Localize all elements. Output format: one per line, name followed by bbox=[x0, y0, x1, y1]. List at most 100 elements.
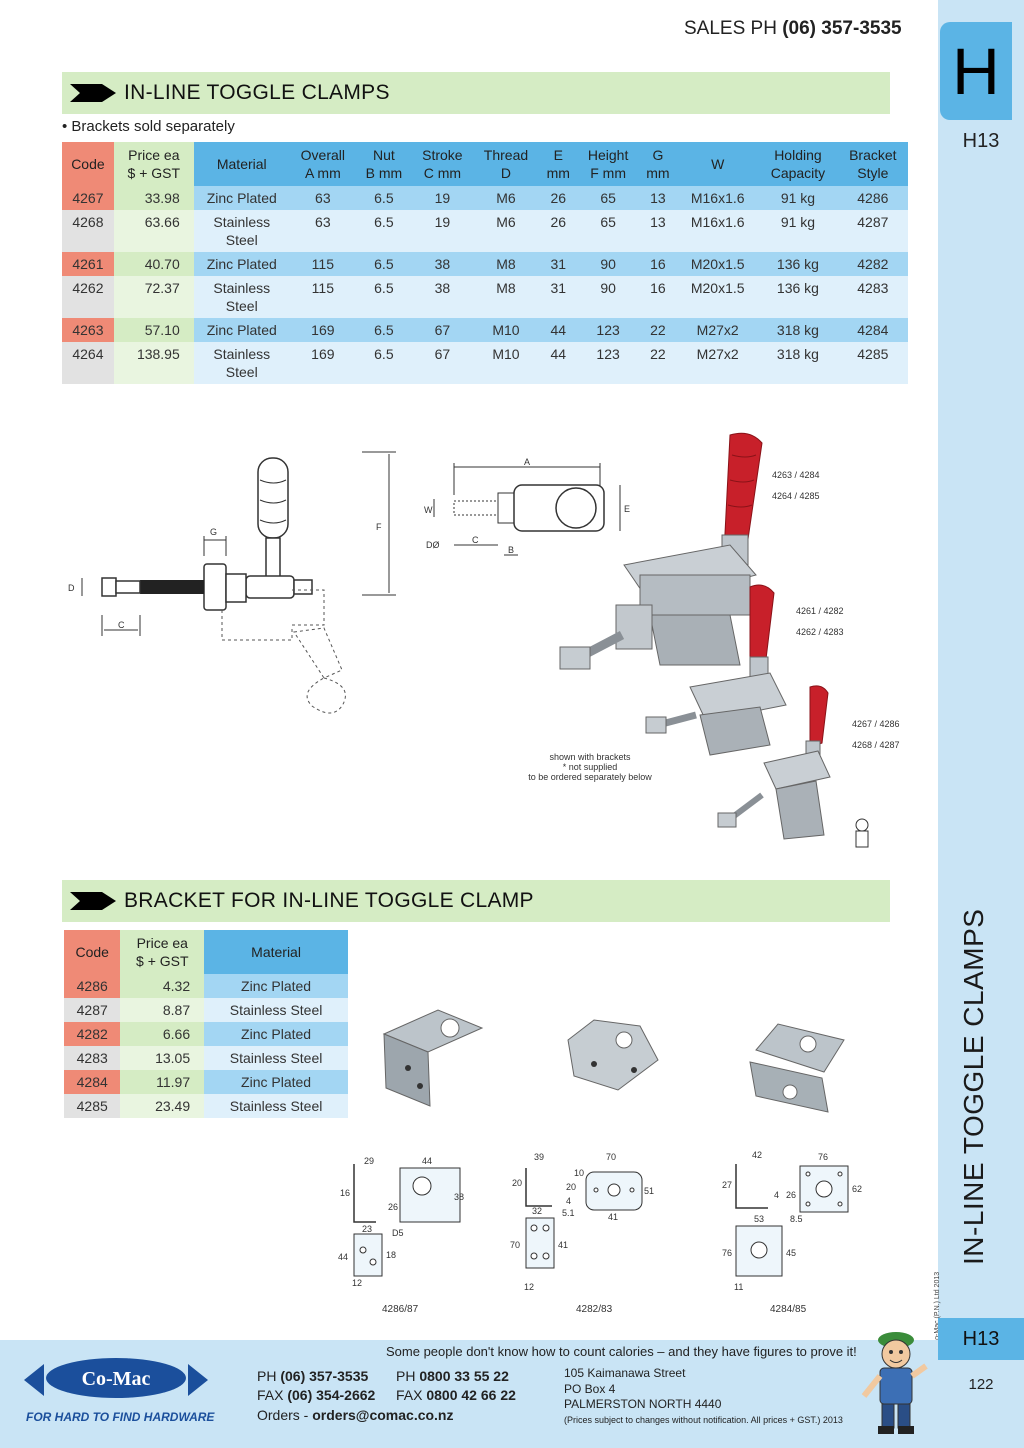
fax-label: FAX bbox=[257, 1387, 284, 1403]
table-cell: 22 bbox=[638, 318, 678, 342]
fax-number: (06) 354-2662 bbox=[287, 1387, 376, 1403]
side-section-title: IN-LINE TOGGLE CLAMPS bbox=[958, 908, 989, 1265]
table-cell: 4287 bbox=[64, 998, 121, 1022]
table-cell: 4286 bbox=[837, 186, 908, 210]
dim-18: 18 bbox=[386, 1250, 396, 1260]
drawing-caption-3: 4284/85 bbox=[770, 1304, 807, 1315]
column-header-line-1: Material bbox=[216, 156, 267, 172]
orders-email[interactable]: orders@comac.co.nz bbox=[312, 1407, 454, 1423]
column-header-line-1: Material bbox=[251, 944, 301, 960]
table-cell: 91 kg bbox=[758, 210, 838, 252]
dim-label-g: G bbox=[210, 527, 217, 537]
table-cell: Zinc Plated bbox=[193, 252, 290, 276]
photo-code-4262: 4262 / 4283 bbox=[796, 627, 844, 637]
phone2-number: 0800 33 55 22 bbox=[419, 1368, 509, 1384]
table-cell: M10 bbox=[472, 342, 540, 384]
photo-note-line-3: to be ordered separately below bbox=[528, 772, 652, 782]
table-cell: 6.5 bbox=[355, 210, 412, 252]
table-cell: 31 bbox=[539, 276, 578, 318]
table-cell: 4282 bbox=[64, 1022, 121, 1046]
comac-logo: Co-Mac bbox=[24, 1358, 208, 1398]
drawing-caption-2: 4282/83 bbox=[576, 1304, 613, 1315]
section-code-bottom: H13 bbox=[938, 1318, 1024, 1360]
table-cell: 123 bbox=[577, 318, 639, 342]
column-header-line-1: G bbox=[652, 147, 664, 163]
section-heading-bracket: BRACKET FOR IN-LINE TOGGLE CLAMP bbox=[62, 880, 890, 922]
column-header-line-1: E bbox=[553, 147, 563, 163]
side-tab-strip bbox=[938, 0, 1024, 1448]
table-cell: 13 bbox=[638, 186, 678, 210]
table-cell: 6.5 bbox=[355, 342, 412, 384]
dim-39: 39 bbox=[534, 1152, 544, 1162]
table-cell: 63 bbox=[289, 186, 356, 210]
clamp-side-view-diagram: D C G F bbox=[68, 451, 396, 714]
table-cell: 169 bbox=[289, 318, 356, 342]
table-cell: 16 bbox=[638, 276, 678, 318]
column-header-line-2: mm bbox=[646, 165, 670, 181]
table-cell: 65 bbox=[577, 186, 639, 210]
table-cell: M16x1.6 bbox=[677, 186, 759, 210]
contact-fax-free: FAX 0800 42 66 22 bbox=[396, 1387, 516, 1403]
bracket-4284-illustration bbox=[749, 1023, 845, 1113]
table-cell: 4263 bbox=[62, 318, 114, 342]
dim-4: 4 bbox=[566, 1196, 571, 1206]
table-cell: 16 bbox=[638, 252, 678, 276]
photo-note: shown with brackets * not supplied to be… bbox=[520, 752, 660, 782]
column-header-line-1: Price ea bbox=[128, 147, 180, 163]
phone-label: PH bbox=[257, 1368, 277, 1384]
table-cell: 4282 bbox=[837, 252, 908, 276]
section-letter-tab: H bbox=[940, 22, 1012, 120]
fax2-label: FAX bbox=[396, 1387, 423, 1403]
column-header-line-2: A mm bbox=[304, 165, 341, 181]
table-cell: 63.66 bbox=[113, 210, 194, 252]
column-header: Price ea$ + GST bbox=[113, 142, 194, 186]
table-cell: 4284 bbox=[64, 1070, 121, 1094]
sales-label: SALES PH bbox=[684, 18, 777, 39]
table-cell: 4264 bbox=[62, 342, 114, 384]
table-cell: 44 bbox=[539, 318, 578, 342]
column-header-line-2: mm bbox=[546, 165, 570, 181]
dim-62: 62 bbox=[852, 1184, 862, 1194]
drawing-caption-1: 4286/87 bbox=[382, 1304, 419, 1315]
photo-note-line-2: * not supplied bbox=[562, 762, 618, 772]
fax2-number: 0800 42 66 22 bbox=[426, 1387, 516, 1403]
table-cell: Stainless Steel bbox=[193, 210, 290, 252]
table-cell: 6.5 bbox=[355, 318, 412, 342]
column-header: W bbox=[677, 142, 759, 186]
table-cell: 31 bbox=[539, 252, 578, 276]
dim-42: 42 bbox=[752, 1150, 762, 1160]
arrow-right-icon bbox=[70, 84, 116, 102]
photo-code-4261: 4261 / 4282 bbox=[796, 606, 844, 616]
address-line-1: 105 Kaimanawa Street bbox=[564, 1366, 686, 1380]
column-header-line-2: Style bbox=[857, 165, 889, 181]
small-clamp-illustration bbox=[717, 685, 831, 840]
table-cell: M20x1.5 bbox=[677, 252, 759, 276]
clamp-photo-group bbox=[559, 432, 869, 848]
table-cell: 6.66 bbox=[120, 1022, 205, 1046]
footer-wave bbox=[0, 1340, 250, 1370]
dim-23: 23 bbox=[362, 1224, 372, 1234]
dim-29: 29 bbox=[364, 1156, 374, 1166]
table-cell: 4.32 bbox=[120, 974, 205, 998]
table-cell: 318 kg bbox=[758, 342, 838, 384]
dim-label-d: D bbox=[68, 583, 75, 593]
medium-clamp-illustration bbox=[645, 584, 787, 756]
logo-text: Co-Mac bbox=[82, 1368, 151, 1390]
table-cell: 4261 bbox=[62, 252, 114, 276]
table-cell: 33.98 bbox=[113, 186, 194, 210]
dim-32: 32 bbox=[532, 1206, 542, 1216]
column-header-line-1: Overall bbox=[300, 147, 346, 163]
table-cell: Stainless Steel bbox=[193, 342, 290, 384]
table-cell: 22 bbox=[638, 342, 678, 384]
dim-label-d-dia: DØ bbox=[426, 540, 440, 550]
section-code-top: H13 bbox=[962, 130, 1000, 152]
photo-code-4263: 4263 / 4284 bbox=[772, 470, 820, 480]
column-header-line-2: C mm bbox=[423, 165, 462, 181]
table-cell: 6.5 bbox=[355, 252, 412, 276]
column-header-line-2: $ + GST bbox=[136, 953, 189, 969]
